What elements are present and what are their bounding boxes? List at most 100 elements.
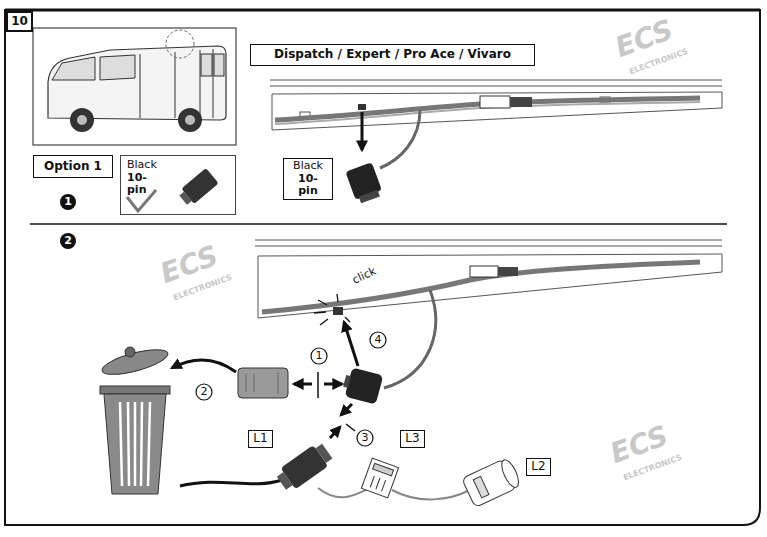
lower-rail: [255, 240, 722, 405]
inline-connector: [498, 267, 518, 276]
node-text: 1: [316, 350, 323, 363]
grey-connector-detail: [246, 372, 278, 394]
node-text: 3: [362, 432, 369, 445]
step-number: 10: [6, 11, 33, 32]
connector-tail: [179, 192, 191, 205]
node-text: 10: [11, 15, 28, 29]
leader-line: [346, 424, 355, 431]
wire: [318, 488, 370, 497]
trash-can: [100, 345, 170, 494]
circle-shape: [196, 384, 212, 400]
step-bullet: 1: [59, 193, 77, 211]
node-text: 4: [375, 334, 382, 347]
van-body: [48, 46, 226, 120]
van-rear-window: [201, 54, 212, 76]
node-text: Black 10-pin: [127, 159, 157, 197]
location-highlight: [166, 30, 194, 58]
connector-check-box: Black 10-pin: [120, 155, 236, 215]
black-connector: [341, 366, 384, 404]
van-rear-window: [214, 54, 224, 76]
cable: [180, 480, 282, 486]
arrow: [330, 427, 340, 438]
connector-tag: L3: [400, 430, 425, 448]
trash-body: [104, 394, 166, 494]
black-connector: [345, 162, 383, 204]
connector-face: [498, 457, 522, 489]
rail-plate: [272, 92, 722, 130]
circle-shape: [60, 194, 76, 210]
harness: [262, 262, 700, 312]
model-title-box: Dispatch / Expert / Pro Ace / Vivaro: [250, 44, 535, 66]
click-marks: [314, 294, 350, 325]
connector-face: [359, 190, 380, 203]
node-text: 2: [201, 386, 208, 399]
circle-shape: [370, 332, 386, 348]
discard-arrow: [172, 360, 236, 372]
option-box: Option 1: [33, 155, 113, 178]
node-text: L3: [405, 432, 419, 446]
van-wheel: [178, 108, 202, 132]
frame: [5, 10, 760, 525]
connector-icon: [177, 168, 219, 208]
arrow: [361, 112, 364, 150]
frame-top: [5, 9, 760, 12]
connector-detail: [473, 476, 489, 498]
node-text: L1: [253, 432, 267, 446]
connector-label-box: Black 10-pin: [283, 158, 333, 200]
circle-shape: [60, 233, 76, 249]
connector-tag: L1: [248, 430, 273, 448]
callout-number: 4: [369, 331, 387, 349]
connector-tail: [277, 472, 293, 490]
node-text: Dispatch / Expert / Pro Ace / Vivaro: [274, 48, 511, 62]
connector-body: [345, 367, 384, 404]
inline-connector: [470, 266, 498, 277]
van-hub: [77, 115, 87, 125]
inline-connector: [510, 97, 532, 107]
arrow: [294, 383, 312, 386]
connector-tab: [343, 375, 351, 388]
van-hub: [185, 115, 195, 125]
connector-latch: [373, 463, 394, 475]
trash-rim: [100, 386, 170, 394]
node-text: Black 10-pin: [293, 160, 323, 198]
wire: [392, 490, 470, 499]
van-window: [100, 55, 135, 80]
grey-connector: [238, 368, 288, 398]
callout-number: 2: [195, 383, 213, 401]
step-bullet: 2: [59, 232, 77, 250]
circle-shape: [357, 430, 373, 446]
clip-point: [333, 307, 343, 315]
connector-pins: [370, 476, 385, 491]
action-label: click: [349, 265, 380, 288]
node-text: 2: [64, 235, 72, 248]
van-wheel: [70, 108, 94, 132]
l3-connector: [361, 458, 398, 498]
rail-line: [255, 240, 722, 246]
trash-knob: [125, 347, 135, 357]
inline-connector: [480, 96, 510, 108]
divider: [30, 223, 727, 225]
circle-shape: [311, 348, 327, 364]
connector-face: [316, 444, 333, 463]
van-door-lines: [140, 49, 213, 118]
node-text: L2: [531, 460, 545, 474]
clip-point: [358, 104, 366, 110]
callout-number: 3: [356, 429, 374, 447]
connector-body: [361, 458, 398, 498]
l2-connector: [462, 457, 523, 508]
arrow: [344, 322, 358, 366]
upper-rail: [270, 80, 722, 205]
van-windscreen: [52, 57, 95, 80]
harness-branch: [380, 110, 420, 168]
rail-plate: [258, 254, 722, 318]
van-panel: [33, 28, 236, 145]
harness-branch: [384, 290, 436, 388]
trash-lid: [100, 345, 170, 380]
trash-stripes: [120, 402, 150, 486]
node-text: Option 1: [44, 160, 102, 174]
rail-line: [270, 80, 722, 86]
connector-tag: L2: [526, 458, 551, 476]
callout-number: 1: [310, 347, 328, 365]
l1-connector: [274, 440, 335, 493]
